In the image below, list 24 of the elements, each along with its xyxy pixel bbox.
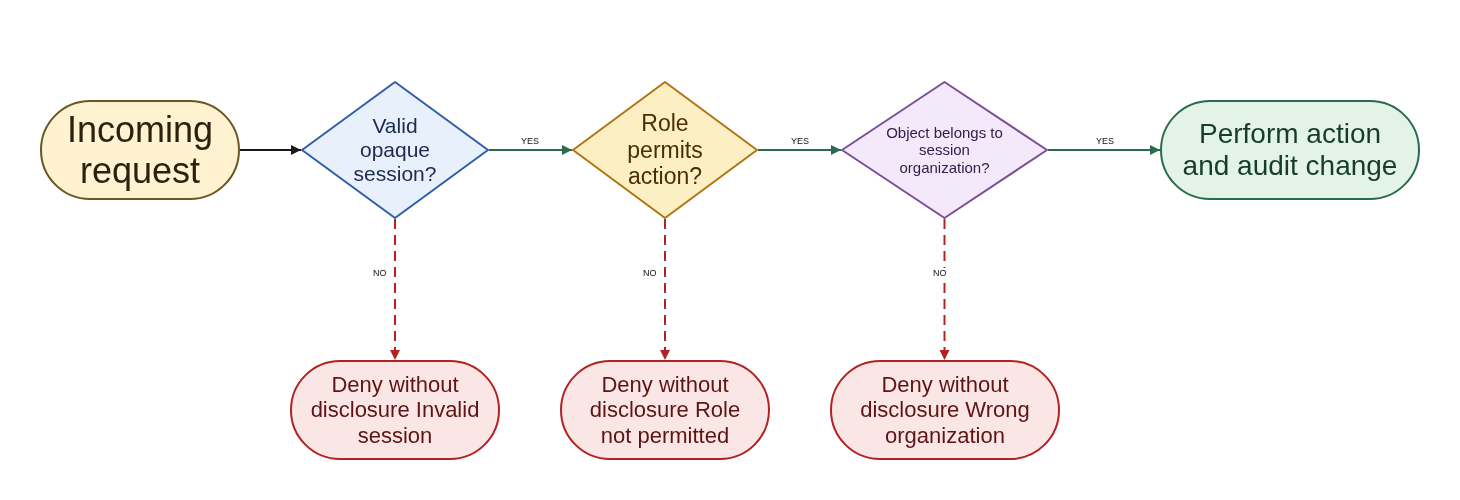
node-label: Incoming request [65, 107, 215, 193]
decision-diamond [572, 81, 758, 219]
node-label: Role permits action? [626, 109, 704, 192]
edge-label: YES [790, 136, 810, 146]
node-label: Deny without disclosure Invalid session [309, 371, 481, 450]
node-label: Deny without disclosure Wrong organization [859, 371, 1031, 450]
edge-label: NO [932, 268, 948, 278]
arrow [390, 218, 400, 361]
node-label: Perform action and audit change [1181, 116, 1399, 183]
arrow [488, 145, 573, 155]
arrow [660, 218, 670, 361]
edge-label: YES [1095, 136, 1115, 146]
edge-label: NO [642, 268, 658, 278]
arrow [939, 218, 950, 361]
arrow [1047, 145, 1161, 155]
node-label: Object belongs to session organization? [885, 123, 1004, 178]
decision-diamond [841, 81, 1048, 219]
arrow [239, 145, 302, 155]
edge-label: YES [520, 136, 540, 146]
node-label: Valid opaque session? [352, 112, 438, 188]
decision-diamond [301, 81, 489, 219]
edge-label: NO [372, 268, 388, 278]
node-label: Deny without disclosure Role not permitted [588, 371, 742, 450]
arrow [757, 145, 842, 155]
